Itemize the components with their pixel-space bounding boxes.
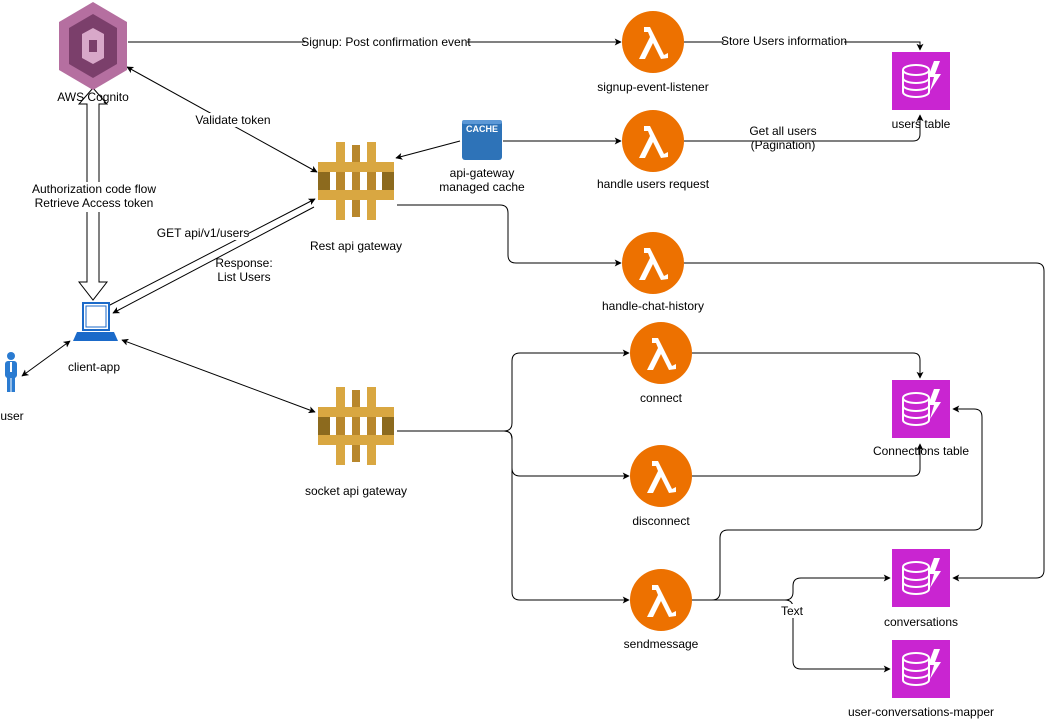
edge-sendmessage-connections	[692, 405, 983, 601]
handle-users-request-label: handle users request	[597, 177, 710, 191]
edge-cache-gateway	[395, 140, 461, 160]
edge-get-users	[107, 198, 316, 307]
connections-table-node[interactable]: Connections table	[873, 380, 969, 458]
connect-label: connect	[640, 391, 683, 405]
api-gateway-icon	[318, 387, 394, 465]
socket-api-gateway-label: socket api gateway	[305, 484, 407, 498]
edge-label-get-all-users-2: (Pagination)	[751, 138, 816, 152]
edge-rest-chat-history	[397, 204, 622, 267]
cache-badge-label: CACHE	[466, 124, 498, 134]
rest-api-gateway-node[interactable]: Rest api gateway	[310, 142, 402, 253]
dynamodb-icon	[892, 52, 950, 110]
conversations-label: conversations	[884, 615, 958, 629]
dynamodb-icon	[892, 549, 950, 607]
edge-label-validate-token: Validate token	[195, 113, 270, 127]
edge-label-text: Text	[781, 604, 804, 618]
cognito-label: AWS Cognito	[57, 90, 129, 104]
conversations-node[interactable]: conversations	[884, 549, 958, 629]
user-conversations-mapper-node[interactable]: user-conversations-mapper	[848, 640, 994, 719]
edge-label-response-1: Response:	[215, 256, 272, 270]
handle-chat-history-label: handle-chat-history	[602, 299, 704, 313]
client-app-label: client-app	[68, 360, 120, 374]
connections-table-label: Connections table	[873, 444, 969, 458]
dynamodb-icon	[892, 640, 950, 698]
edge-socket-sendmessage	[503, 430, 630, 604]
edge-label-get-users: GET api/v1/users	[157, 226, 249, 240]
cache-icon	[462, 120, 502, 160]
edge-label-response-2: List Users	[217, 270, 270, 284]
cache-label-line2: managed cache	[439, 180, 525, 194]
user-label: user	[0, 409, 23, 423]
user-node[interactable]: user	[0, 352, 24, 423]
edge-sendmessage-conversations	[692, 574, 891, 601]
signup-event-listener-label: signup-event-listener	[597, 80, 708, 94]
edge-get-all-users	[684, 114, 924, 142]
cognito-icon	[59, 2, 127, 90]
edge-sendmessage-mapper	[784, 599, 891, 673]
user-conversations-mapper-label: user-conversations-mapper	[848, 705, 994, 719]
edge-chat-history-conversations	[684, 262, 1045, 582]
signup-event-listener-node[interactable]: signup-event-listener	[597, 11, 709, 94]
connect-node[interactable]: connect	[630, 322, 692, 405]
rest-api-gateway-label: Rest api gateway	[310, 239, 402, 253]
edge-list-users-response	[112, 206, 315, 314]
handle-users-request-node[interactable]: handle users request	[597, 110, 710, 191]
users-table-node[interactable]: users table	[892, 52, 951, 131]
sendmessage-node[interactable]: sendmessage	[624, 569, 699, 651]
cache-label-line1: api-gateway	[450, 166, 515, 180]
sendmessage-label: sendmessage	[624, 637, 699, 651]
dynamodb-icon	[892, 380, 950, 438]
disconnect-node[interactable]: disconnect	[630, 445, 692, 528]
laptop-icon	[73, 302, 118, 341]
socket-api-gateway-node[interactable]: socket api gateway	[305, 387, 407, 498]
edge-socket-disconnect	[503, 430, 630, 480]
edges: Signup: Post confirmation event Store Us…	[21, 34, 1045, 673]
edge-socket-connect	[397, 349, 630, 432]
edge-label-store-users: Store Users information	[721, 34, 847, 48]
edge-label-auth-2: Retrieve Access token	[35, 196, 154, 210]
edge-label-signup: Signup: Post confirmation event	[301, 35, 471, 49]
users-table-label: users table	[892, 117, 951, 131]
client-app-node[interactable]: client-app	[68, 302, 120, 374]
user-icon	[5, 352, 17, 392]
edge-connect-connections	[692, 352, 924, 379]
edge-client-socket	[121, 338, 316, 414]
cache-node[interactable]: CACHE api-gateway managed cache	[439, 120, 525, 194]
cognito-node[interactable]: AWS Cognito	[57, 2, 129, 104]
edge-label-auth-1: Authorization code flow	[32, 182, 156, 196]
edge-label-get-all-users-1: Get all users	[749, 124, 816, 138]
handle-chat-history-node[interactable]: handle-chat-history	[602, 232, 704, 313]
edge-disconnect-connections	[692, 443, 924, 477]
api-gateway-icon	[318, 142, 394, 220]
edge-user-client	[21, 340, 71, 377]
disconnect-label: disconnect	[632, 514, 690, 528]
